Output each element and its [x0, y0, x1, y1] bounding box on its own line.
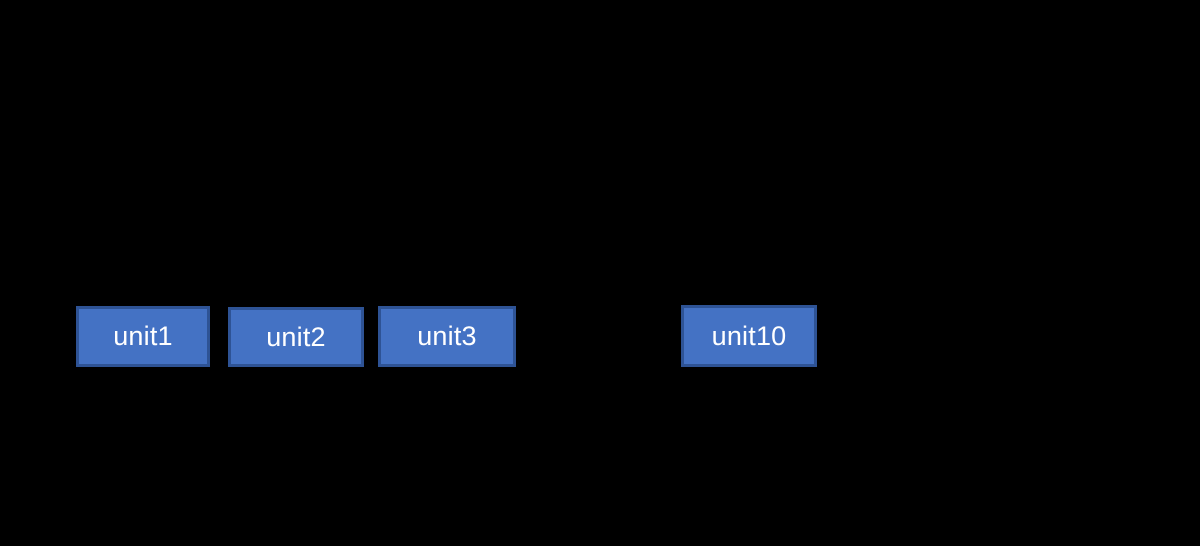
unit-box-label: unit3	[417, 321, 477, 351]
unit-box-unit3[interactable]: unit3	[378, 306, 516, 367]
unit-box-unit2[interactable]: unit2	[228, 307, 364, 367]
unit-box-unit10[interactable]: unit10	[681, 305, 817, 367]
unit-box-label: unit2	[266, 321, 326, 352]
unit-box-label: unit1	[113, 321, 173, 351]
elision-gap	[516, 306, 681, 367]
unit-box-unit1[interactable]: unit1	[76, 306, 210, 367]
unit-box-label: unit10	[711, 320, 787, 351]
